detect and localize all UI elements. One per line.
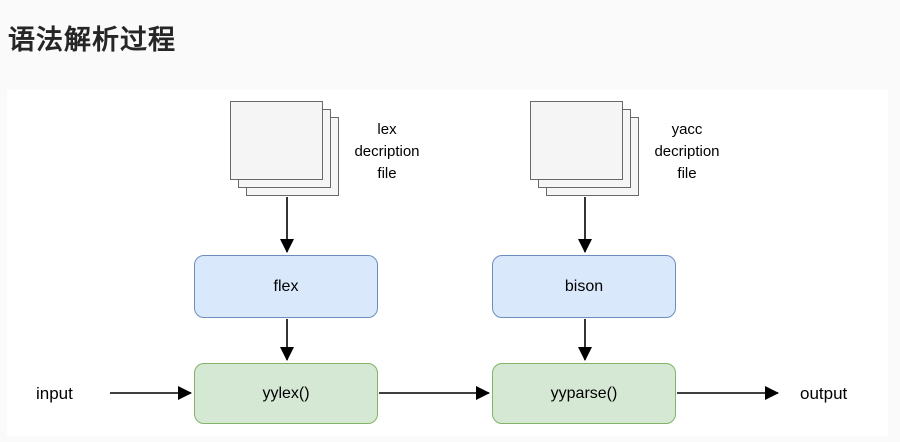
yacc-file-label-line2: decription [654, 143, 720, 160]
yylex-box-label: yylex() [262, 384, 310, 402]
bison-box: bison [492, 255, 676, 318]
lex-file-label-line3: file [377, 165, 397, 182]
lex-file-label-line2: decription [354, 143, 420, 160]
yacc-file-label: yacc decription file [642, 119, 732, 185]
yylex-box: yylex() [194, 363, 378, 424]
input-label: input [36, 384, 73, 403]
yyparse-box-label: yyparse() [550, 384, 618, 402]
page-title: 语法解析过程 [8, 25, 176, 55]
lex-file-label-line1: lex [377, 121, 397, 138]
lex-file-label: lex decription file [342, 119, 432, 185]
output-label: output [800, 384, 848, 403]
yyparse-box: yyparse() [492, 363, 676, 424]
bison-box-label: bison [564, 277, 604, 295]
flex-box: flex [194, 255, 378, 318]
stacked-paper-sheet [530, 101, 623, 180]
yacc-file-label-line3: file [677, 165, 697, 182]
flex-box-label: flex [273, 277, 299, 295]
diagram-panel [7, 90, 888, 436]
yacc-file-label-line1: yacc [671, 121, 703, 138]
stacked-paper-sheet [230, 101, 323, 180]
